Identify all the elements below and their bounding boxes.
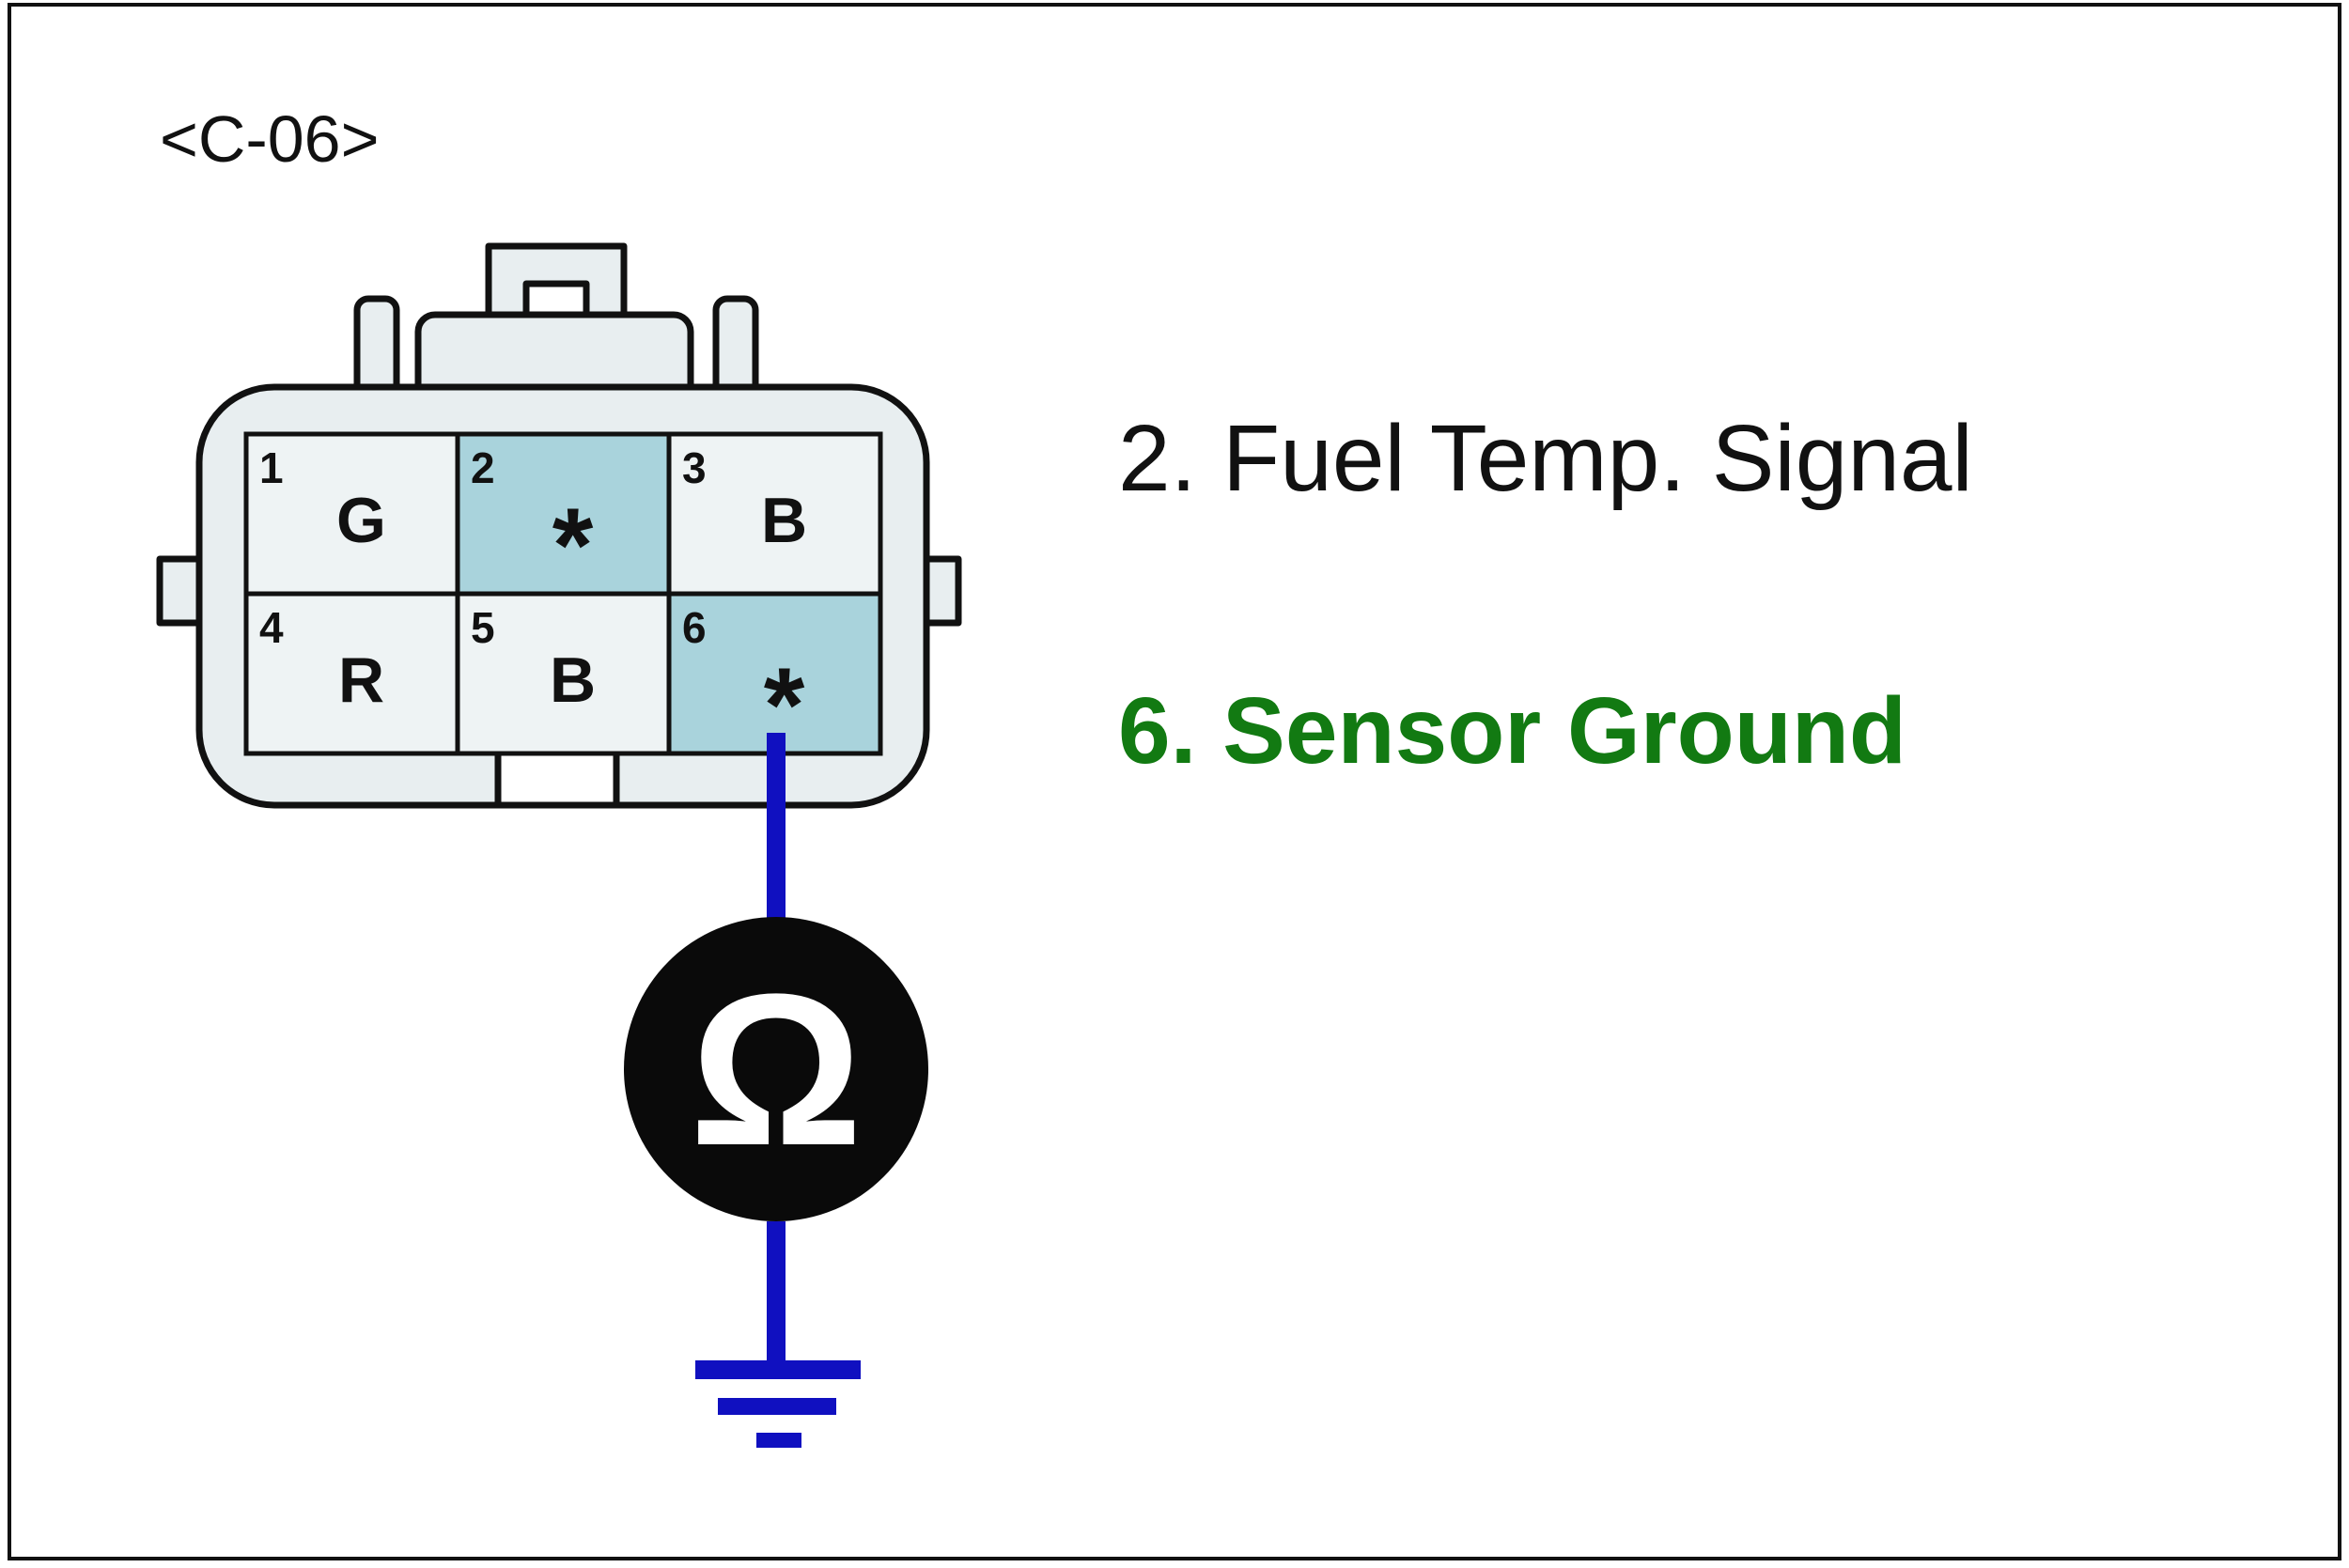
pin-cavity-3: 3B bbox=[666, 431, 883, 597]
legend-sensor-ground: 6. Sensor Ground bbox=[1118, 678, 1906, 784]
pin-wire-code: B bbox=[550, 644, 596, 716]
pin-cavity-5: 5B bbox=[455, 591, 672, 756]
pin-cell-bg bbox=[455, 591, 672, 756]
ground-icon bbox=[695, 1360, 861, 1448]
pin-cavity-6: 6* bbox=[666, 591, 883, 764]
pin-cell-bg bbox=[243, 431, 460, 597]
pin-cavity-1: 1G bbox=[243, 431, 460, 597]
legend-fuel-temp-signal: 2. Fuel Temp. Signal bbox=[1118, 406, 1973, 511]
pin-wire-code: G bbox=[336, 485, 386, 556]
ohmmeter-icon: Ω bbox=[624, 917, 928, 1221]
pin-cavity-2: 2* bbox=[455, 431, 672, 604]
pin-cell-bg bbox=[666, 431, 883, 597]
pin-wire-code: * bbox=[552, 487, 594, 604]
pin-wire-code: R bbox=[338, 644, 384, 716]
connector-id-label: <C-06> bbox=[160, 102, 379, 176]
pin-cell-bg bbox=[666, 591, 883, 756]
pin-number: 1 bbox=[259, 443, 284, 492]
pin-cavity-4: 4R bbox=[243, 591, 460, 756]
pin-number: 4 bbox=[259, 603, 284, 652]
pin-number: 2 bbox=[471, 443, 495, 492]
pin-wire-code: B bbox=[761, 485, 807, 556]
pin-number: 5 bbox=[471, 603, 495, 652]
pin-cell-bg bbox=[243, 591, 460, 756]
pin-number: 3 bbox=[682, 443, 707, 492]
ohm-symbol: Ω bbox=[690, 949, 863, 1190]
pin-number: 6 bbox=[682, 603, 707, 652]
